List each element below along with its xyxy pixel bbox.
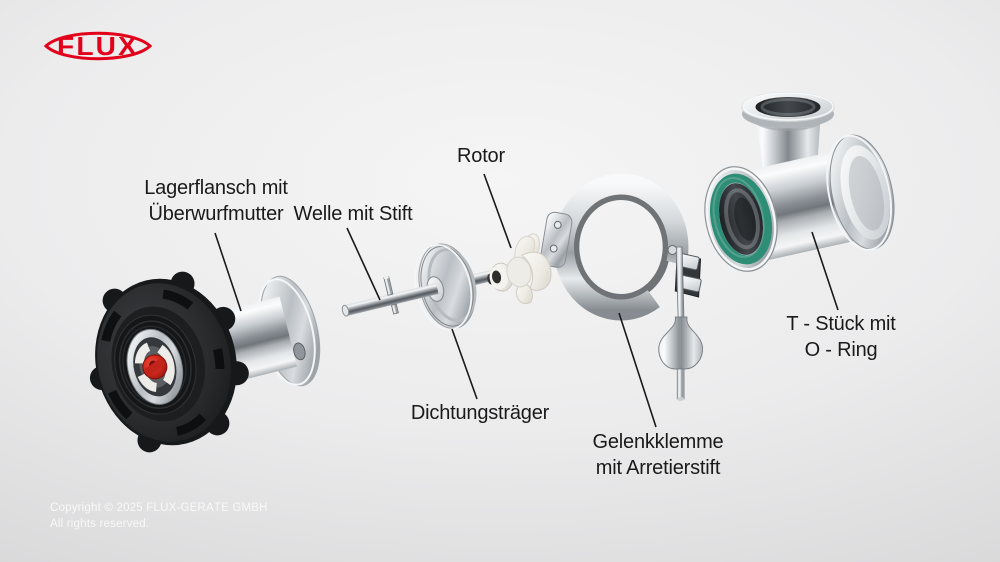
leader-gelenkklemme [618,312,657,428]
flux-logo: FLUX [43,31,153,61]
part-bearing-flange [89,271,321,453]
shaft-rod [342,283,439,317]
label-dichtungstraeger-line1: Dichtungsträger [410,402,550,424]
tee-body [704,134,895,272]
part-rotor [487,233,552,304]
leader-welle [346,227,381,301]
tee-top-opening [755,97,821,117]
label-rotor-line1: Rotor [457,145,505,167]
clamp-hinge [539,211,573,268]
leader-dichtungstraeger [451,328,478,400]
label-lagerflansch-line1: Lagerflansch mit [144,177,288,199]
rotor-blade-right [521,251,552,291]
coupling-insert [126,328,184,405]
flange-hole [293,342,306,361]
leader-tstueck [811,231,839,311]
flux-logo-lens [43,31,153,61]
label-rotor: Rotor [371,143,591,169]
copyright-notice: Copyright © 2025 FLUX-GERÄTE GMBH All ri… [50,500,268,532]
label-tstueck: T - Stück mit O - Ring [731,311,951,363]
label-gelenkklemme-line2: mit Arretierstift [595,457,721,479]
label-tstueck-line1: T - Stück mit [786,313,896,335]
leader-rotor [483,173,512,249]
copyright-line1: Copyright © 2025 FLUX-GERÄTE GMBH [50,502,268,514]
clamp-pivot [667,245,678,255]
label-dichtungstraeger: Dichtungsträger [370,400,590,426]
part-clamp [539,173,703,401]
clamp-band [553,173,689,321]
part-shaft [341,243,511,331]
union-nut [89,271,249,453]
leader-lagerflansch [214,232,242,312]
label-welle: Welle mit Stift [243,201,463,227]
part-tee-piece [704,92,895,272]
label-tstueck-line2: O - Ring [804,339,878,361]
flux-logo-text: FLUX [57,31,139,61]
shaft-pin [383,276,399,315]
label-welle-line1: Welle mit Stift [293,203,413,225]
label-gelenkklemme: Gelenkklemme mit Arretierstift [548,429,768,481]
label-lagerflansch: Lagerflansch mit Überwurfmutter [106,175,326,227]
o-ring [710,173,772,265]
copyright-line2: All rights reserved. [50,518,150,530]
part-seal-carrier [414,243,477,331]
label-lagerflansch-line2: Überwurfmutter [148,203,284,225]
clamp-locking-pin [676,368,685,400]
label-gelenkklemme-line1: Gelenkklemme [592,431,724,453]
leader-lines [214,173,839,428]
